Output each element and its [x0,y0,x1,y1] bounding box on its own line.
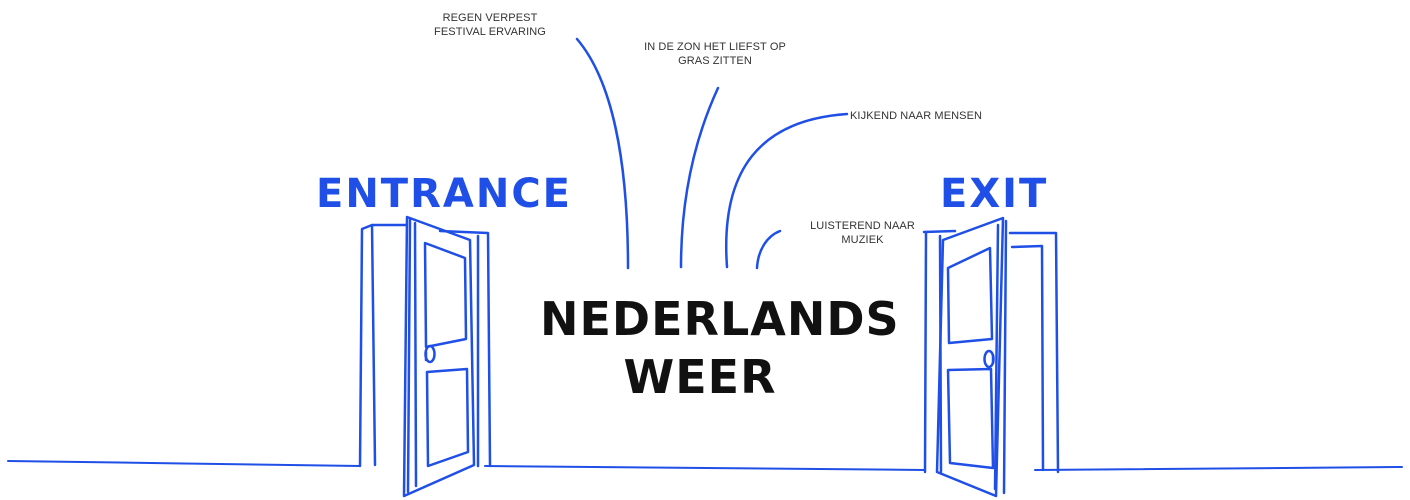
annotation-regen: REGEN VERPEST FESTIVAL ERVARING [434,12,546,38]
exit-door [922,216,1060,498]
headline-line-1: NEDERLANDS [540,292,900,346]
pointer-mensen [724,112,849,269]
annotation-mensen: KIJKEND NAAR MENSEN [850,110,983,122]
annotation-zon: IN DE ZON HET LIEFST OP GRAS ZITTEN [644,41,786,67]
entrance-door [358,215,492,498]
entrance-sign: ENTRANCE [316,171,572,217]
pointer-regen [575,37,630,270]
floor-line [7,460,1403,471]
annotation-pointers [575,37,849,270]
annotation-muziek: LUISTEREND NAAR MUZIEK [810,220,915,246]
exit-sign: EXIT [940,171,1049,217]
pointer-muziek [755,229,782,270]
headline: NEDERLANDS WEER [540,290,900,406]
headline-line-2: WEER [623,350,777,404]
pointer-zon [679,86,720,269]
